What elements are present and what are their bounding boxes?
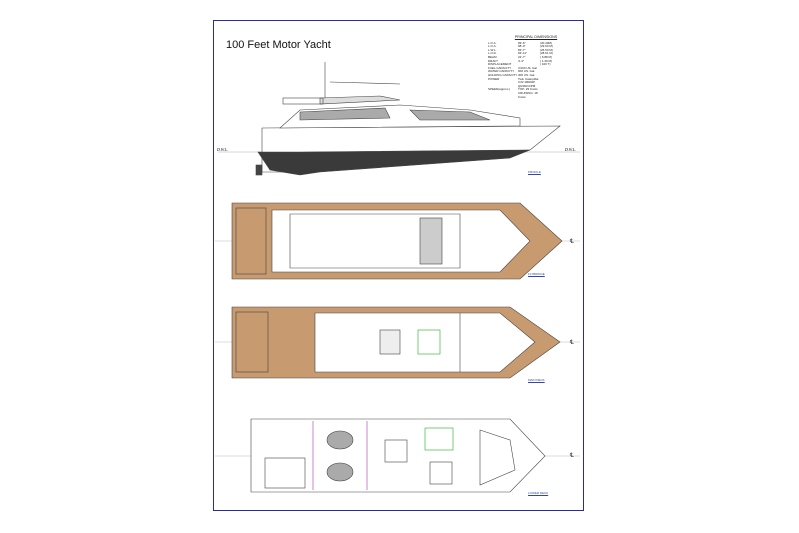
dimension-row: L.O.A. 98'-0" (29.90 M)	[488, 45, 584, 49]
dimension-cell: DRAFT	[488, 58, 498, 63]
dimension-cell: 600 US. Gal	[518, 69, 535, 74]
dimension-cell: ( 6.88 M)	[540, 54, 553, 59]
dimension-row: POWER Twin Caterpillar C32 1800HP @2300 R…	[488, 76, 584, 89]
profile-view	[218, 62, 580, 176]
dimension-row: FUEL CAPACITY 3,000 US. Gal	[488, 65, 584, 71]
main-deck-plan	[215, 306, 580, 379]
dimension-cell: FUEL CAPACITY	[488, 65, 512, 70]
dimension-cell: L.W.L.	[488, 47, 497, 52]
dimension-cell: 3,000 US. Gal	[518, 65, 537, 70]
flybridge-plan	[215, 202, 580, 280]
swim-platform	[235, 207, 267, 275]
principal-dimensions-table: PRINCIPAL DIMENSIONS L.O.A. 99'-6" (30.40M…	[488, 35, 584, 99]
dimension-cell: POWER	[488, 76, 500, 81]
dimension-row: L.O.A. 99'-6" (30.40M)	[488, 40, 584, 46]
dimension-cell: ( 1.30 M)	[540, 58, 553, 63]
dimension-row: DISPLACEMENT ( 100 T)	[488, 63, 584, 67]
caption-flybridge: FLYBRIDGE	[528, 272, 545, 276]
dimension-cell: CRUISING: 18 Knots	[518, 90, 538, 99]
dimension-cell: 22'-7"	[518, 54, 526, 59]
dimension-row: L.O.D. 93'-11" (28.61 M)	[488, 52, 584, 56]
centerline-mark: ℄	[570, 340, 574, 346]
flybridge	[319, 95, 401, 105]
dimension-cell: HOLDING CAPACITY	[488, 72, 518, 77]
caption-profile: PROFILE	[528, 170, 541, 174]
window-aft	[299, 107, 391, 121]
dimension-cell: Twin Caterpillar C32 1800HP @2300 RPM	[518, 76, 539, 88]
drawing-title: 100 Feet Motor Yacht	[226, 39, 331, 51]
dimension-cell: L.O.D.	[488, 51, 497, 56]
dimension-row: SPEED(approx.) TOP: 25 Knots	[488, 88, 584, 92]
rudder	[255, 164, 263, 176]
radar-arch	[329, 81, 401, 85]
dimension-cell: L.O.A.	[488, 44, 497, 49]
caption-main-deck: MAIN DECK	[528, 378, 545, 382]
dimension-cell: TOP: 25 Knots	[518, 87, 538, 92]
window-fwd	[409, 109, 491, 121]
salon-table-2	[326, 462, 354, 482]
dimension-cell: WATER CAPACITY	[488, 69, 515, 74]
dimension-row: BEAM 22'-7" ( 6.88 M)	[488, 54, 584, 60]
dimension-cell: SPEED(approx.)	[488, 87, 511, 92]
dimension-cell: L.O.A.	[488, 40, 497, 45]
dimension-cell: 99'-6"	[518, 40, 526, 45]
dimension-cell: 93'-11"	[518, 51, 528, 56]
dimension-cell: (30.40M)	[540, 40, 553, 45]
centerline-mark: ℄	[570, 239, 574, 245]
lower-deck-plan	[215, 418, 580, 493]
centerline-mark: ℄	[570, 453, 574, 459]
dimension-cell: DISPLACEMENT	[488, 62, 512, 67]
salon-table-1	[326, 430, 354, 450]
engine-room	[264, 457, 306, 489]
caption-lower-deck: LOWER DECK	[528, 491, 549, 495]
dimension-row: L.W.L. 83'-7" (25.50 M)	[488, 47, 584, 53]
dimension-row: CRUISING: 18 Knots	[488, 90, 584, 99]
dimensions-heading: PRINCIPAL DIMENSIONS	[514, 35, 558, 39]
dwl-label-aft: D.W.L.	[216, 147, 228, 152]
dimension-cell: 98'-0"	[518, 44, 526, 49]
dimension-cell: 300 US. Gal	[518, 72, 535, 77]
hull-bottom	[257, 149, 531, 176]
dimension-cell: 4'-3"	[518, 58, 524, 63]
drawing-frame	[213, 20, 584, 511]
railing	[282, 97, 324, 105]
dimension-cell: (28.61 M)	[540, 51, 553, 56]
dimension-cell: (29.90 M)	[540, 44, 553, 49]
skylights	[419, 217, 443, 265]
dimension-cell: ( 100 T)	[540, 62, 551, 67]
dimension-cell: BEAM	[488, 54, 497, 59]
dwl-label-fwd: D.W.L.	[564, 147, 576, 152]
dimension-cell: (25.50 M)	[540, 47, 553, 52]
master-bed	[384, 439, 408, 463]
dimension-row: DRAFT 4'-3" ( 1.30 M)	[488, 58, 584, 64]
dimension-cell: 83'-7"	[518, 47, 526, 52]
